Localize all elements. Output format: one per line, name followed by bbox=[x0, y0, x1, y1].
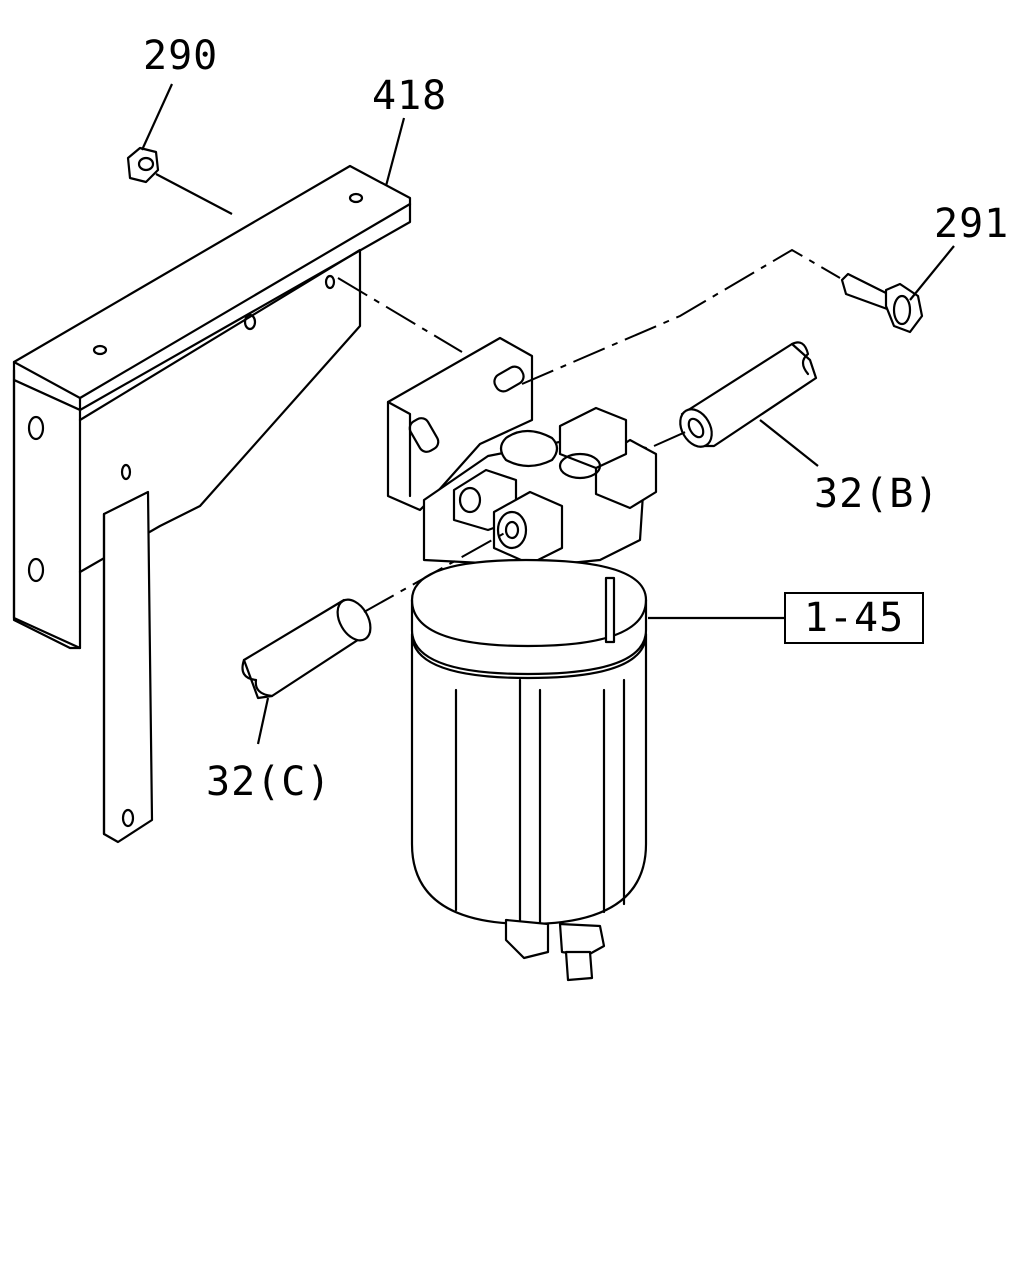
leader-lines bbox=[140, 83, 955, 745]
bracket-418 bbox=[12, 164, 412, 650]
label-part-1-45-boxed: 1-45 bbox=[784, 592, 924, 644]
label-part-32c: 32(C) bbox=[206, 759, 332, 805]
hose-32b bbox=[679, 341, 818, 448]
label-part-418: 418 bbox=[372, 73, 448, 119]
label-part-290: 290 bbox=[143, 33, 219, 79]
mounting-strap bbox=[102, 490, 154, 844]
fuel-filter-assembly bbox=[386, 336, 658, 982]
label-part-291: 291 bbox=[934, 201, 1010, 247]
nut-290 bbox=[126, 146, 160, 184]
label-part-32b: 32(B) bbox=[814, 471, 940, 517]
alignment-lines bbox=[337, 248, 841, 613]
bolt-291 bbox=[840, 272, 924, 334]
hose-32c bbox=[241, 598, 372, 700]
